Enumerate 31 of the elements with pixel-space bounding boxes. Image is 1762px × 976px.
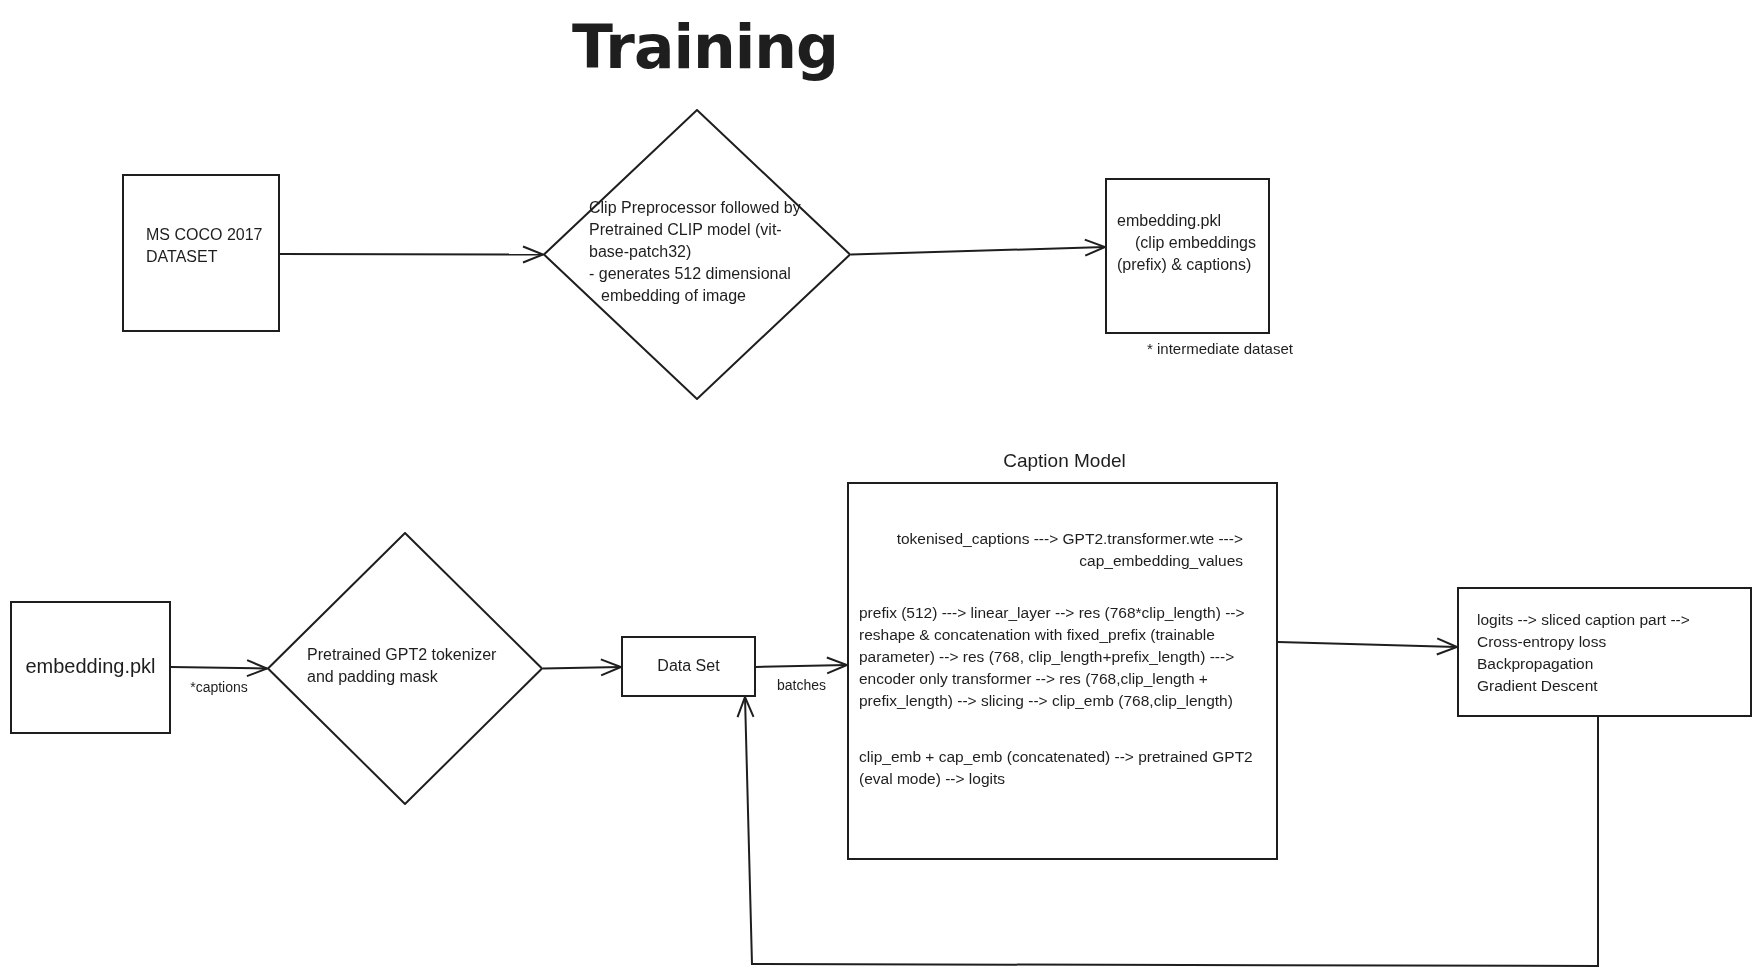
decision-diamond xyxy=(267,532,543,805)
decision-diamond xyxy=(543,109,851,400)
node-text: - generates 512 dimensional embedding of image xyxy=(589,264,792,306)
arrow xyxy=(755,656,848,675)
process-box xyxy=(621,636,756,697)
process-box xyxy=(1457,587,1752,717)
process-box xyxy=(122,174,280,332)
node-caption: * intermediate dataset xyxy=(1147,339,1293,359)
node-text: tokenised_captions ---> GPT2.transformer.wte ---> cap_embedding_values xyxy=(895,529,1243,571)
node-text: Pretrained GPT2 tokenizer and padding mask xyxy=(307,645,498,687)
node-text: embedding.pkl xyxy=(1117,211,1223,231)
node-text: clip_emb + cap_emb (concatenated) --> pretrained GPT2 (eval mode) --> logits xyxy=(859,747,1254,789)
process-box xyxy=(10,601,171,734)
node-text: logits --> sliced caption part --> Cross-entropy loss xyxy=(1477,610,1691,652)
arrow xyxy=(1277,637,1458,656)
node-text: Backpropagation xyxy=(1477,654,1595,674)
edge-label: batches xyxy=(775,677,828,693)
box-heading: Caption Model xyxy=(1002,450,1127,472)
arrow xyxy=(279,245,544,264)
node-text: prefix (512) ---> linear_layer --> res (768*clip_length) --> reshape & concatenation with fixed_prefix (trainable parameter) --> res (768, clip_length+prefix_length) ---> encoder only transformer --> res (768,clip_length + prefix_length) --> slicing --> clip_emb (768,clip_length) xyxy=(859,603,1246,711)
edge-label: *captions xyxy=(188,678,250,695)
node-text: MS COCO 2017 DATASET xyxy=(146,225,264,267)
node-text: embedding.pkl xyxy=(24,655,157,677)
node-text: Gradient Descent xyxy=(1477,676,1599,696)
arrow xyxy=(736,696,1599,967)
arrow xyxy=(542,658,622,677)
arrow xyxy=(850,238,1106,257)
node-text: Data Set xyxy=(656,656,721,676)
arrow xyxy=(170,659,268,678)
node-text: (clip embeddings (prefix) & captions) xyxy=(1117,233,1257,275)
diagram-title: Training xyxy=(571,12,839,82)
